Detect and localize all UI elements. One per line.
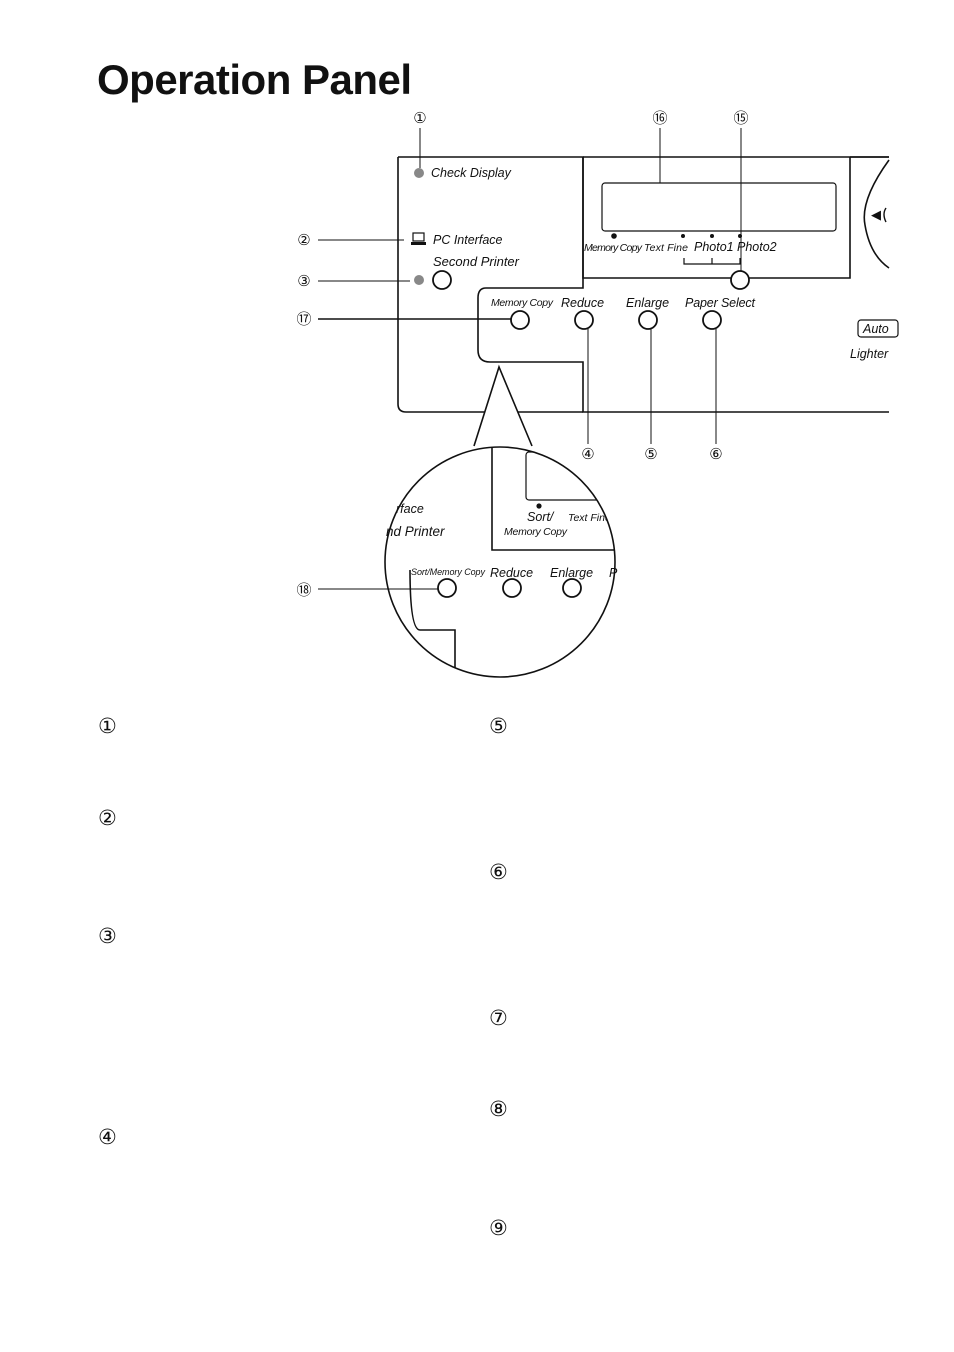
mode-bracket xyxy=(683,258,741,265)
callout-15: ⑮ xyxy=(733,110,748,127)
legend-item-8: ⑧ xyxy=(489,1097,508,1121)
zoom-circle xyxy=(384,446,616,678)
page-title: Operation Panel xyxy=(97,56,412,103)
zoom-pointer xyxy=(473,364,533,447)
zoom-p-fragment: P xyxy=(609,566,618,580)
legend-item-2: ② xyxy=(98,806,117,830)
callout-6: ⑥ xyxy=(709,446,722,463)
reduce-label: Reduce xyxy=(561,296,604,310)
mode-label-photo2: Photo2 xyxy=(737,240,777,254)
legend-item-6: ⑥ xyxy=(489,860,508,884)
legend-item-4: ④ xyxy=(98,1125,117,1149)
legend-item-1: ① xyxy=(98,714,117,738)
pc-icon xyxy=(411,232,426,245)
mode-label-memory-copy: Memory Copy xyxy=(584,242,643,254)
mode-label-text-fine: Text Fine xyxy=(644,242,688,254)
legend-item-5: ⑤ xyxy=(489,714,508,738)
zoom-sort-dot xyxy=(536,503,542,509)
memory-copy-button[interactable] xyxy=(510,310,530,330)
pc-interface-label: PC Interface xyxy=(433,233,503,247)
callout-1: ① xyxy=(413,110,426,127)
mode-dot-text-fine xyxy=(681,234,685,238)
check-display-lamp xyxy=(414,168,424,178)
callout-2: ② xyxy=(297,232,310,249)
lighter-label: Lighter xyxy=(850,347,889,361)
auto-box xyxy=(857,319,899,338)
mode-dot-memory-copy xyxy=(611,233,617,239)
mode-label-photo1: Photo1 xyxy=(694,240,734,254)
zoom-text-fine-fragment: Text Fine xyxy=(568,512,611,524)
second-printer-lamp xyxy=(414,275,424,285)
callout-3: ③ xyxy=(297,273,310,290)
enlarge-label: Enlarge xyxy=(626,296,669,310)
zoom-memory-copy-label: Memory Copy xyxy=(504,526,568,538)
zoom-reduce-label: Reduce xyxy=(490,566,533,580)
callout-4: ④ xyxy=(581,446,594,463)
reduce-button[interactable] xyxy=(574,310,594,330)
memory-copy-label: Memory Copy xyxy=(491,297,554,309)
zoom-interface-fragment: rface xyxy=(396,502,424,516)
legend-item-7: ⑦ xyxy=(489,1006,508,1030)
zoom-sort-memory-copy-label: Sort/Memory Copy xyxy=(411,567,486,577)
second-printer-button[interactable] xyxy=(432,270,452,290)
zoom-printer-fragment: nd Printer xyxy=(386,524,445,539)
enlarge-button[interactable] xyxy=(638,310,658,330)
callout-17: ⑰ xyxy=(296,311,311,328)
legend-item-9: ⑨ xyxy=(489,1216,508,1240)
callout-5: ⑤ xyxy=(644,446,657,463)
lcd-display xyxy=(601,182,837,232)
mode-dot-photo1 xyxy=(710,234,714,238)
zoom-reduce-button[interactable] xyxy=(502,578,522,598)
dial-arrow-icon: ◀ xyxy=(871,207,881,222)
dial-arc xyxy=(863,159,890,269)
mode-button[interactable] xyxy=(730,270,750,290)
dial-fragment xyxy=(883,207,887,223)
second-printer-label: Second Printer xyxy=(433,254,520,269)
panel-body xyxy=(397,156,889,413)
zoom-sort-label: Sort/ xyxy=(527,510,555,524)
zoom-enlarge-button[interactable] xyxy=(562,578,582,598)
paper-select-label: Paper Select xyxy=(685,296,756,310)
auto-label: Auto xyxy=(862,322,889,336)
callout-18: ⑱ xyxy=(296,582,311,599)
zoom-enlarge-label: Enlarge xyxy=(550,566,593,580)
zoom-sort-memory-copy-button[interactable] xyxy=(437,578,457,598)
callout-16: ⑯ xyxy=(652,110,667,127)
legend-item-3: ③ xyxy=(98,924,117,948)
check-display-label: Check Display xyxy=(431,166,512,180)
paper-select-button[interactable] xyxy=(702,310,722,330)
